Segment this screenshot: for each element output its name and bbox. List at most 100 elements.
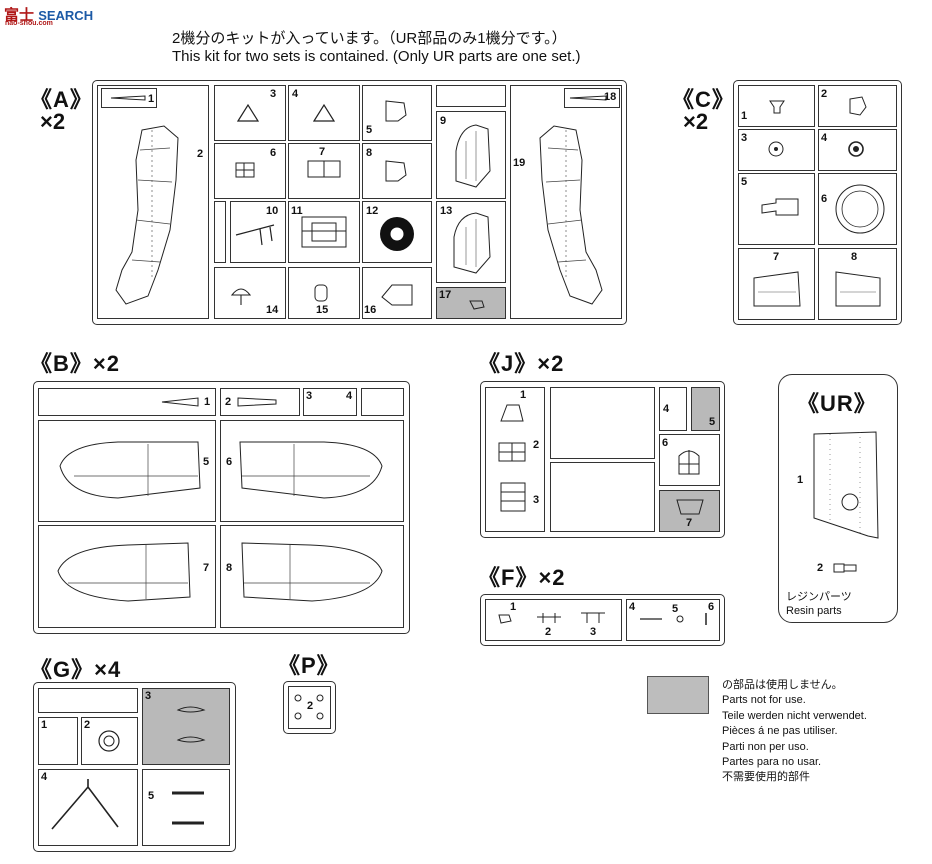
site-logo-cn: 富士	[4, 7, 35, 24]
part-j5-num: 5	[709, 416, 716, 428]
part-c6-num: 6	[821, 193, 828, 205]
group-c-qty: ×2	[683, 109, 709, 134]
sprue-a-thin-cell	[214, 201, 226, 263]
part-a10-cell	[230, 201, 286, 263]
part-a14-shape	[230, 288, 252, 305]
part-b5-num: 5	[203, 456, 210, 468]
part-a17-shape	[469, 300, 485, 310]
part-b3-num: 3	[306, 390, 313, 402]
part-a14-num: 14	[266, 304, 279, 316]
legend-line-it: Parti non per uso.	[722, 740, 809, 753]
part-ur1-num: 1	[797, 474, 804, 486]
part-f6-num: 6	[708, 601, 715, 613]
part-j5-cell-not-used	[691, 387, 720, 431]
part-g3-shape	[176, 706, 206, 743]
part-a4-num: 4	[292, 88, 299, 100]
part-a16-cell	[362, 267, 432, 319]
part-a10-shape	[235, 224, 275, 246]
part-j1-j3-cell	[485, 387, 545, 532]
part-c2-num: 2	[821, 88, 828, 100]
part-j7-shape	[676, 499, 704, 515]
part-f2-num: 2	[545, 626, 552, 638]
part-a4-shape	[312, 103, 336, 122]
part-c2-shape	[849, 96, 867, 116]
part-a9-shape	[455, 124, 491, 188]
part-b7-num: 7	[203, 562, 210, 574]
part-a15-cell	[288, 267, 360, 319]
part-a1-num: 1	[148, 93, 155, 105]
part-g2-cell	[81, 717, 138, 765]
part-a19-fuselage-shape	[539, 125, 603, 305]
part-j6-canopy-shape	[678, 450, 700, 475]
part-c4-num: 4	[821, 132, 828, 144]
intro-jp: 2機分のキットが入っています。（UR部品のみ1機分です。）	[172, 30, 567, 47]
part-c6-shape	[835, 184, 885, 234]
part-a12-engine-shape	[380, 217, 414, 251]
group-j-label: 《J》×2	[478, 351, 565, 376]
part-b1-cell	[38, 388, 216, 416]
legend-line-en: Parts not for use.	[722, 694, 806, 707]
part-a17-num: 17	[439, 289, 452, 301]
part-j7-cell-not-used	[659, 490, 720, 532]
part-a16-num: 16	[364, 304, 377, 316]
part-j1-j3-shapes	[498, 404, 526, 512]
part-a8-shape	[385, 160, 407, 182]
part-p2-cell	[288, 686, 331, 729]
site-logo-text: SEARCH	[38, 8, 94, 23]
part-c7-shape	[753, 271, 801, 307]
part-b2-cell	[220, 388, 300, 416]
part-f5-num: 5	[672, 603, 679, 615]
part-a10-num: 10	[266, 205, 279, 217]
part-c1-num: 1	[741, 110, 748, 122]
part-a6-shape	[235, 162, 255, 178]
part-g4-cell	[38, 769, 138, 846]
part-f4-num: 4	[629, 601, 636, 613]
part-c8-shape	[835, 271, 881, 307]
part-a6-cell	[214, 143, 286, 199]
part-b1-shape	[161, 397, 199, 407]
part-b3-b4-cell	[303, 388, 357, 416]
part-p2-shape	[294, 694, 324, 720]
part-a11-cell	[288, 201, 360, 263]
part-c1-cell	[738, 85, 815, 127]
legend-line-fr: Pièces á ne pas utiliser.	[722, 725, 838, 738]
group-g-label: 《G》×4	[30, 657, 122, 682]
sprue-a-empty-cell	[436, 85, 506, 107]
part-a14-cell	[214, 267, 286, 319]
part-c5-shape	[761, 198, 799, 216]
part-c8-num: 8	[851, 251, 858, 263]
part-g4-num: 4	[41, 771, 48, 783]
part-a18-num: 18	[604, 91, 617, 103]
part-a12-num: 12	[366, 205, 379, 217]
group-c-label: 《C》	[672, 87, 735, 112]
group-p-label: 《P》	[278, 653, 340, 678]
part-c2-cell	[818, 85, 897, 127]
part-a19-num: 19	[513, 157, 526, 169]
part-a11-shape	[301, 216, 347, 248]
part-a3-shape	[236, 103, 260, 122]
group-b-label: 《B》×2	[30, 351, 120, 376]
part-f3-num: 3	[590, 626, 597, 638]
sprue-g-empty-cell	[38, 688, 138, 713]
ur-caption: レジンパーツ Resin parts	[786, 590, 852, 618]
site-url: nao-shou.com	[5, 20, 53, 27]
part-a7-shape	[307, 160, 341, 178]
part-g1-num: 1	[41, 719, 48, 731]
part-p2-num: 2	[307, 700, 314, 712]
legend-line-cn: 不需要使用的部件	[722, 771, 810, 784]
part-j3-num: 3	[533, 494, 540, 506]
part-a5-shape	[385, 100, 407, 122]
part-j1-num: 1	[520, 389, 527, 401]
part-f1-f3-shapes	[498, 612, 605, 624]
part-j4-cell	[659, 387, 687, 431]
part-a9-num: 9	[440, 115, 447, 127]
group-a-label: 《A》	[30, 87, 93, 112]
part-f1-num: 1	[510, 601, 517, 613]
part-g5-num: 5	[148, 790, 155, 802]
part-b5-wing-shape	[59, 441, 201, 499]
part-b5-cell	[38, 420, 216, 522]
part-a15-shape	[314, 284, 328, 302]
part-ur1-shape	[813, 431, 879, 539]
part-c4-shape	[848, 141, 864, 157]
group-a-qty: ×2	[40, 109, 66, 134]
